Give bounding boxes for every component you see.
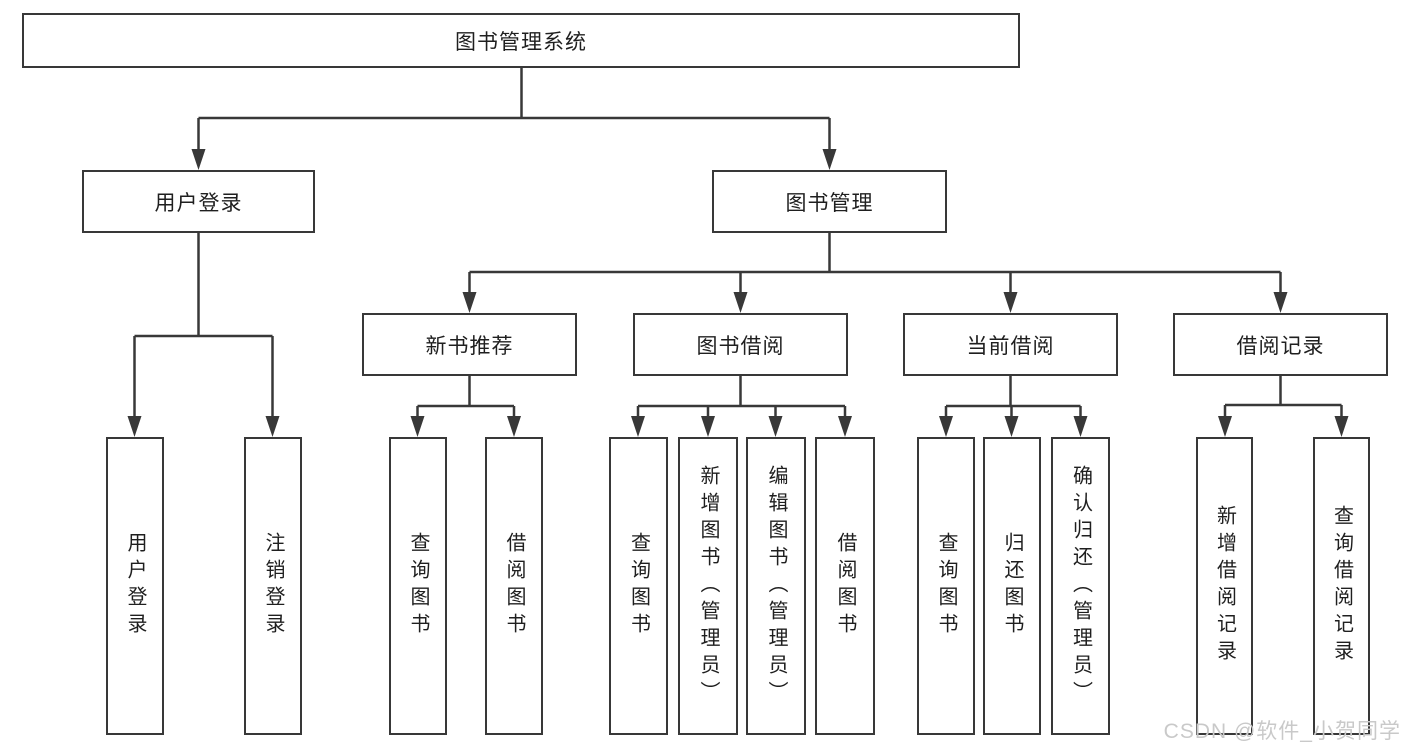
leaf-query-borrow-record: 查询借阅记录: [1313, 437, 1370, 735]
node-book-borrow: 图书借阅: [633, 313, 848, 376]
node-user-login: 用户登录: [82, 170, 315, 233]
node-current-borrow: 当前借阅: [903, 313, 1118, 376]
node-book-management: 图书管理: [712, 170, 947, 233]
node-label: 查询借阅记录: [1330, 505, 1353, 667]
leaf-query-book-borrow: 查询图书: [609, 437, 668, 735]
leaf-confirm-return-admin: 确认归还（管理员）: [1051, 437, 1110, 735]
node-borrow-record: 借阅记录: [1173, 313, 1388, 376]
csdn-watermark: CSDN @软件_小贺同学: [1163, 720, 1401, 743]
node-label: 查询图书: [407, 532, 429, 640]
node-label: 编辑图书（管理员）: [765, 464, 787, 708]
node-label: 当前借阅: [966, 334, 1055, 358]
node-label: 新增借阅记录: [1213, 505, 1236, 667]
node-library-management-system: 图书管理系统: [22, 13, 1020, 68]
leaf-edit-book-admin: 编辑图书（管理员）: [746, 437, 806, 735]
leaf-return-book: 归还图书: [983, 437, 1041, 735]
node-label: 借阅记录: [1236, 334, 1325, 358]
node-label: 确认归还（管理员）: [1069, 464, 1092, 708]
node-label: 图书管理: [785, 191, 874, 215]
node-new-book-recommend: 新书推荐: [362, 313, 577, 376]
node-label: 归还图书: [1001, 532, 1023, 640]
leaf-add-book-admin: 新增图书（管理员）: [678, 437, 738, 735]
node-label: 用户登录: [124, 532, 146, 640]
node-label: 图书管理系统: [455, 30, 587, 54]
node-label: 图书借阅: [696, 334, 785, 358]
arrowhead-icons: [127, 149, 1349, 437]
leaf-add-borrow-record: 新增借阅记录: [1196, 437, 1253, 735]
node-label: 注销登录: [262, 532, 284, 640]
leaf-query-book-current: 查询图书: [917, 437, 975, 735]
node-label: 用户登录: [154, 191, 243, 215]
leaf-user-login: 用户登录: [106, 437, 164, 735]
node-label: 新增图书（管理员）: [697, 464, 719, 708]
node-label: 查询图书: [935, 532, 957, 640]
node-label: 查询图书: [627, 532, 650, 640]
node-label: 借阅图书: [503, 532, 525, 640]
node-label: 新书推荐: [425, 334, 514, 358]
leaf-logout: 注销登录: [244, 437, 302, 735]
node-label: 借阅图书: [834, 532, 856, 640]
leaf-borrow-book: 借阅图书: [815, 437, 875, 735]
leaf-query-book-recommend: 查询图书: [389, 437, 447, 735]
leaf-borrow-book-recommend: 借阅图书: [485, 437, 543, 735]
